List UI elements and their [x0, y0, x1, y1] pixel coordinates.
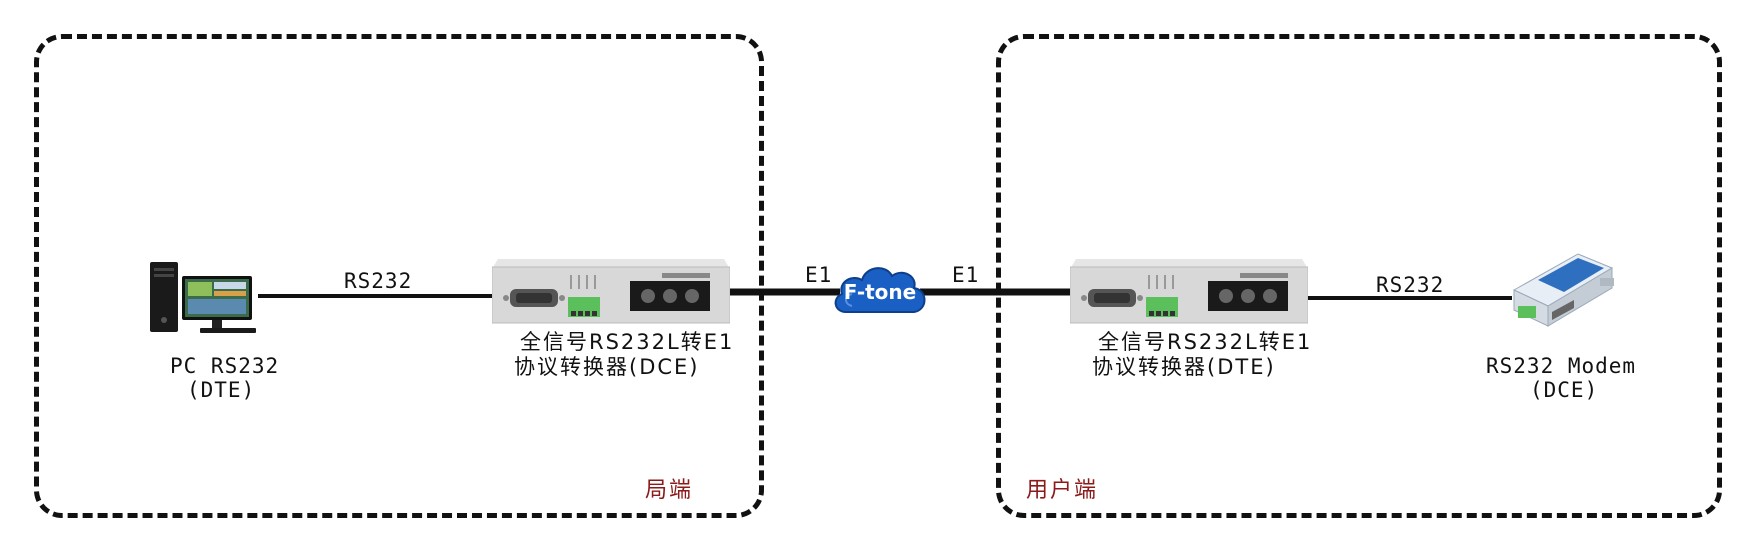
pc-label-line1: PC RS232 [170, 354, 280, 378]
modem-label-line1: RS232 Modem [1486, 354, 1637, 378]
user-end-label: 用户端 [1026, 478, 1099, 503]
modem-label-line2: (DCE) [1530, 378, 1599, 402]
cloud-label: F-tone [843, 280, 917, 304]
rs232-label-right: RS232 [1376, 273, 1445, 297]
local-end-label: 局端 [645, 478, 694, 503]
converter-right-caption-line1: 全信号RS232L转E1 [1098, 330, 1313, 354]
e1-label-right: E1 [952, 263, 980, 287]
network-cloud-icon [834, 267, 926, 313]
modem-icon [1512, 253, 1614, 327]
local-end-zone [34, 34, 764, 518]
user-end-zone [996, 34, 1722, 518]
converter-left-caption-line1: 全信号RS232L转E1 [520, 330, 735, 354]
e1-label-left: E1 [805, 263, 833, 287]
pc-label-line2: (DTE) [187, 378, 256, 402]
converter-left-caption-line2: 协议转换器(DCE) [514, 355, 700, 379]
converter-right-caption-line2: 协议转换器(DTE) [1092, 355, 1276, 379]
rs232-label-left: RS232 [344, 269, 413, 293]
pc-icon [150, 262, 256, 333]
converter-device-left [492, 259, 730, 324]
converter-device-right [1070, 259, 1308, 324]
